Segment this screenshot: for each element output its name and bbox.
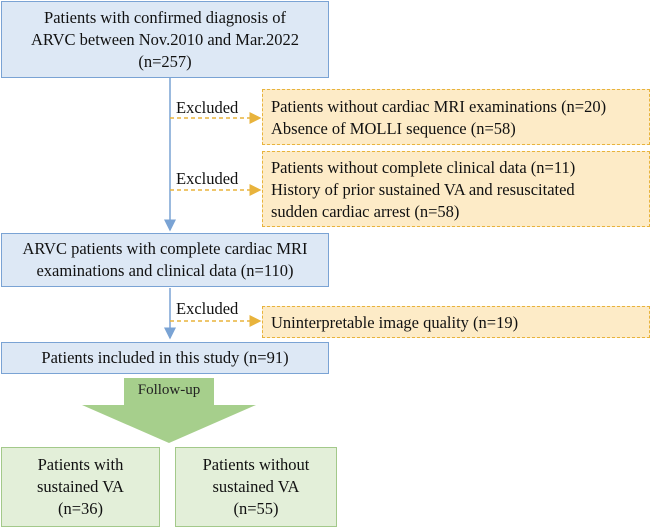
exclusion-box-2: Patients without complete clinical data … xyxy=(262,151,650,227)
excluded-label-2: Excluded xyxy=(176,169,239,188)
box-without-sustained-va: Patients without sustained VA (n=55) xyxy=(175,447,337,527)
exclusion-box-1: Patients without cardiac MRI examination… xyxy=(262,89,650,145)
excluded-label-3: Excluded xyxy=(176,299,239,318)
exclusion-box-3: Uninterpretable image quality (n=19) xyxy=(262,306,650,338)
exclusion-1-line-1: Patients without cardiac MRI examination… xyxy=(271,97,607,116)
box-all-patients: Patients with confirmed diagnosis of ARV… xyxy=(1,1,329,78)
box-complete-mri: ARVC patients with complete cardiac MRI … xyxy=(1,233,329,287)
follow-up-label: Follow-up xyxy=(137,382,201,398)
box-included: Patients included in this study (n=91) xyxy=(1,342,329,374)
follow-up-arrow xyxy=(82,378,256,443)
box-with-sustained-va: Patients with sustained VA (n=36) xyxy=(1,447,160,527)
excluded-label-1: Excluded xyxy=(176,98,239,117)
exclusion-1-line-2: Absence of MOLLI sequence (n=58) xyxy=(271,119,516,138)
exclusion-2-line-1: Patients without complete clinical data … xyxy=(271,158,576,177)
exclusion-2-line-2: History of prior sustained VA and resusc… xyxy=(271,180,575,199)
exclusion-2-line-3: sudden cardiac arrest (n=58) xyxy=(271,202,460,221)
exclusion-3-line-1: Uninterpretable image quality (n=19) xyxy=(271,313,519,332)
